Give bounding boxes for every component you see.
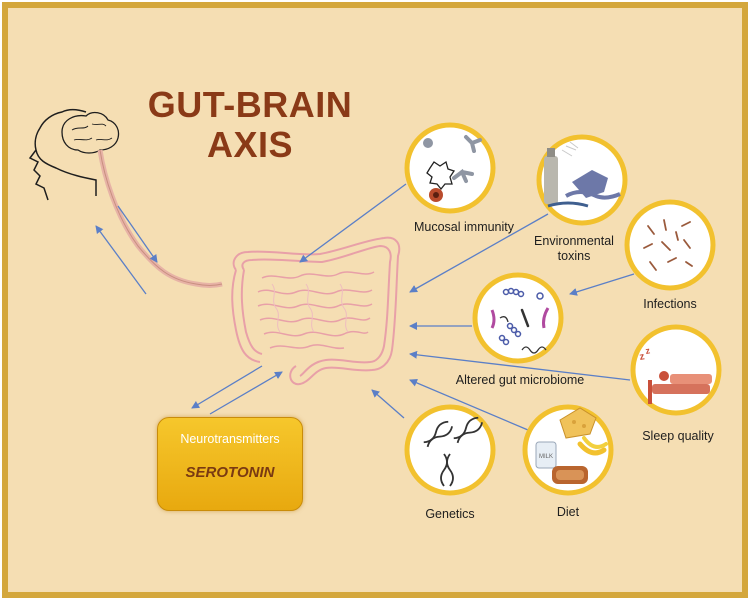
- label-diet: Diet: [556, 505, 580, 519]
- label-sleep-quality: Sleep quality: [642, 429, 714, 443]
- arrow-infections: [569, 273, 635, 296]
- bacteria-icon: [643, 219, 693, 271]
- arrow-gut-to-brain: [95, 225, 147, 295]
- dna-icon: [423, 416, 483, 487]
- arrow-diet: [409, 379, 529, 431]
- microbes-icon: [490, 287, 550, 354]
- pollution-icon: [544, 141, 621, 208]
- intestine-icon: [231, 236, 401, 386]
- neurotransmitters-label: Neurotransmitters: [180, 432, 280, 446]
- title-line-2: AXIS: [206, 124, 294, 165]
- svg-text:z: z: [639, 351, 646, 363]
- arrow-neurotransmitters-to-gut: [209, 371, 283, 415]
- circle-diet: MILK: [522, 404, 614, 496]
- circle-sleep-quality: z z: [630, 324, 722, 416]
- label-genetics: Genetics: [425, 507, 475, 521]
- label-environmental-toxins-2: toxins: [557, 249, 591, 263]
- arrow-gut-to-neurotransmitters: [191, 365, 263, 409]
- milk-label: MILK: [539, 454, 553, 460]
- circle-altered-microbiome: [472, 272, 564, 364]
- label-mucosal-immunity: Mucosal immunity: [413, 220, 515, 234]
- vagus-nerve-outline: [99, 149, 223, 286]
- title-line-1: GUT-BRAIN: [147, 84, 353, 125]
- arrow-sleep-quality: [409, 350, 631, 381]
- arrow-genetics: [371, 389, 405, 419]
- head-brain-icon: [28, 108, 120, 201]
- neurotransmitters-box: Neurotransmitters SEROTONIN: [157, 417, 303, 511]
- label-infections: Infections: [643, 297, 697, 311]
- serotonin-label: SEROTONIN: [185, 464, 275, 481]
- label-environmental-toxins-1: Environmental: [534, 234, 614, 248]
- circle-genetics: [404, 404, 496, 496]
- circle-environmental-toxins: [536, 134, 628, 226]
- sleep-icon: z z: [639, 345, 712, 404]
- circle-infections: [624, 199, 716, 291]
- circle-mucosal-immunity: [404, 122, 496, 214]
- immune-cells-icon: [423, 135, 482, 202]
- arrow-brain-to-gut: [117, 205, 158, 263]
- svg-text:z: z: [645, 345, 652, 356]
- arrow-environmental-toxins: [409, 213, 549, 293]
- food-icon: MILK: [535, 407, 608, 484]
- arrow-mucosal-immunity: [299, 183, 407, 263]
- label-altered-microbiome: Altered gut microbiome: [455, 373, 585, 387]
